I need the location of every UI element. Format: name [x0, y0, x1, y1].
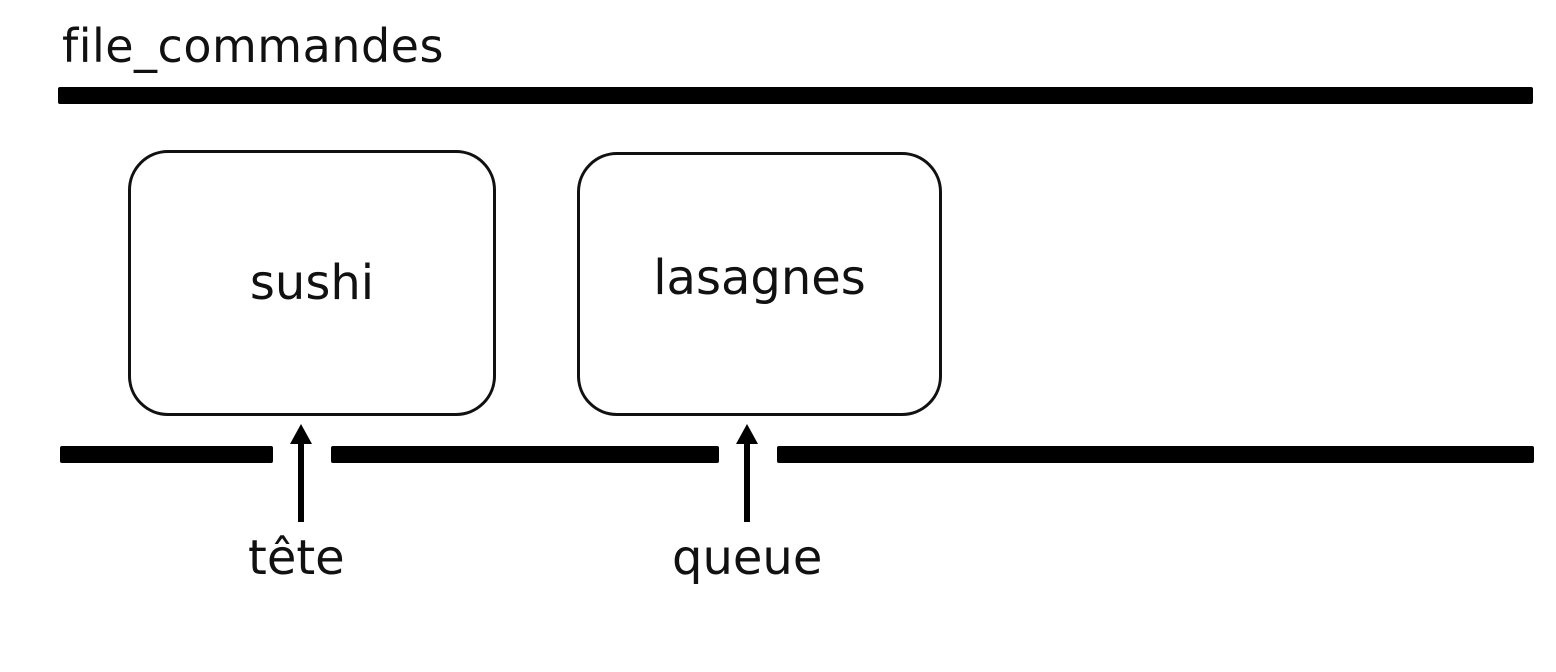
head-pointer-arrow	[290, 424, 312, 522]
queue-bottom-border-segment-3	[777, 446, 1534, 463]
queue-bottom-border-segment-1	[60, 446, 273, 463]
head-label: tête	[248, 530, 345, 586]
diagram-title: file_commandes	[62, 19, 444, 73]
queue-node-2-value: lasagnes	[653, 250, 866, 306]
tail-pointer-arrow	[736, 424, 758, 522]
queue-node-2: lasagnes	[577, 152, 942, 416]
queue-node-1: sushi	[128, 150, 496, 416]
queue-top-border	[58, 87, 1533, 104]
queue-bottom-border-segment-2	[331, 446, 719, 463]
tail-label: queue	[672, 530, 823, 586]
queue-node-1-value: sushi	[249, 255, 375, 311]
